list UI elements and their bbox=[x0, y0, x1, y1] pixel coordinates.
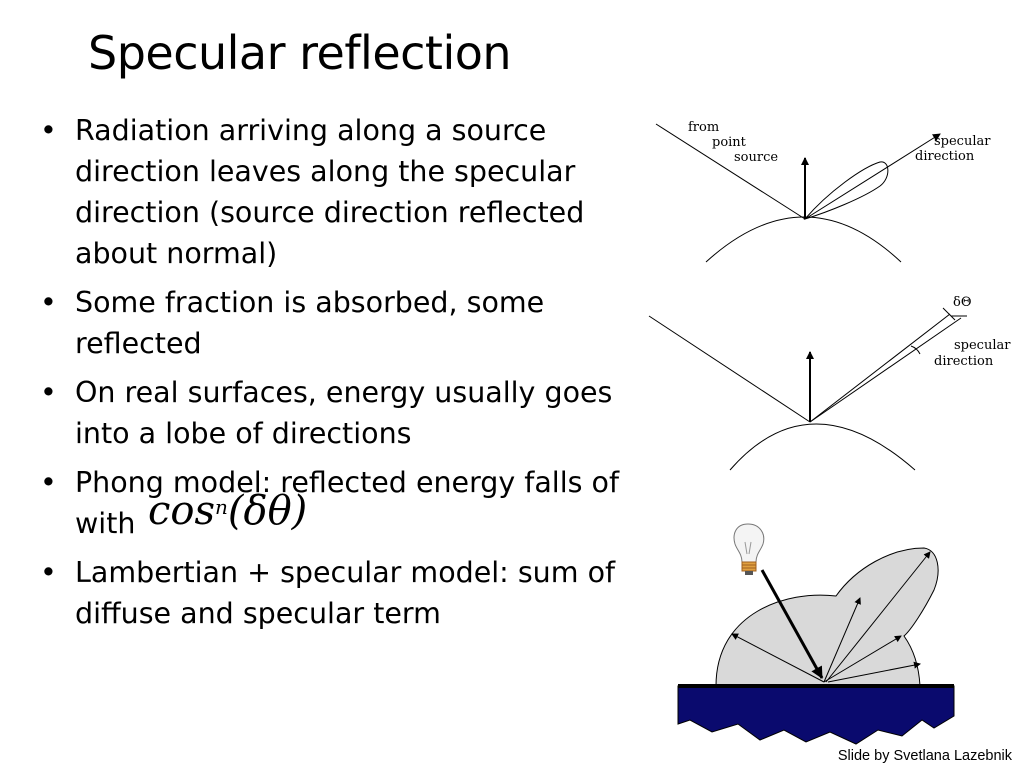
surface-block bbox=[677, 685, 955, 745]
specular-lobe bbox=[803, 161, 889, 220]
incident-ray bbox=[760, 569, 824, 679]
bullet-list: • Radiation arriving along a source direc… bbox=[40, 110, 650, 642]
curved-surface bbox=[729, 423, 916, 471]
bullet-text: Lambertian + specular model: sum of diff… bbox=[75, 556, 616, 630]
bullet-item: • Radiation arriving along a source direc… bbox=[40, 110, 650, 274]
bullet-item: • On real surfaces, energy usually goes i… bbox=[40, 372, 650, 454]
bullet-text: Radiation arriving along a source direct… bbox=[75, 114, 585, 270]
diffuse-specular-diagram bbox=[677, 523, 955, 745]
bullet-item: • Lambertian + specular model: sum of dif… bbox=[40, 552, 650, 634]
bullet-item: • Some fraction is absorbed, some reflect… bbox=[40, 282, 650, 364]
specular-ray bbox=[809, 313, 951, 423]
deviated-ray bbox=[809, 317, 962, 423]
label-from: from bbox=[688, 120, 719, 135]
formula-func: cos bbox=[148, 488, 216, 534]
bullet-text: Some fraction is absorbed, some reflecte… bbox=[75, 286, 545, 360]
label-direction: direction bbox=[915, 149, 975, 164]
diffuse-ray bbox=[731, 633, 825, 683]
bullet-item: • Phong model: reflected energy falls of … bbox=[40, 462, 650, 544]
bullet-dot: • bbox=[40, 286, 57, 319]
angle-arc bbox=[910, 345, 921, 355]
incoming-ray bbox=[655, 123, 806, 220]
slide-title: Specular reflection bbox=[88, 26, 512, 80]
bullet-dot: • bbox=[40, 556, 57, 589]
label-specular: specular bbox=[954, 338, 1011, 353]
combined-lobe bbox=[715, 547, 939, 687]
specular-deviation-diagram: δΘ specular direction bbox=[648, 295, 1011, 471]
bullet-dot: • bbox=[40, 114, 57, 147]
light-bulb-icon bbox=[733, 523, 765, 575]
diffuse-ray bbox=[823, 597, 861, 683]
diffuse-ray bbox=[827, 661, 921, 683]
label-source: source bbox=[734, 150, 778, 165]
diffuse-ray bbox=[823, 635, 902, 683]
bullet-dot: • bbox=[40, 466, 57, 499]
label-point: point bbox=[712, 135, 747, 150]
offset-mark-top bbox=[942, 307, 956, 321]
bullet-dot: • bbox=[40, 376, 57, 409]
formula-argument: (δθ) bbox=[227, 488, 308, 534]
specular-direction-ray bbox=[804, 133, 941, 220]
specular-lobe-diagram: from point source specular direction bbox=[655, 120, 991, 263]
curved-surface bbox=[705, 216, 902, 263]
label-delta-theta: δΘ bbox=[953, 295, 971, 310]
slide-credit: Slide by Svetlana Lazebnik bbox=[837, 748, 1012, 764]
incoming-ray bbox=[648, 315, 811, 423]
phong-formula: cosn(δθ) bbox=[148, 486, 307, 536]
bullet-text: Phong model: reflected energy falls of w… bbox=[75, 466, 620, 540]
label-specular: specular bbox=[934, 134, 991, 149]
label-direction: direction bbox=[934, 354, 994, 369]
formula-exponent: n bbox=[215, 495, 228, 519]
specular-ray bbox=[825, 551, 931, 683]
bullet-text: On real surfaces, energy usually goes in… bbox=[75, 376, 613, 450]
